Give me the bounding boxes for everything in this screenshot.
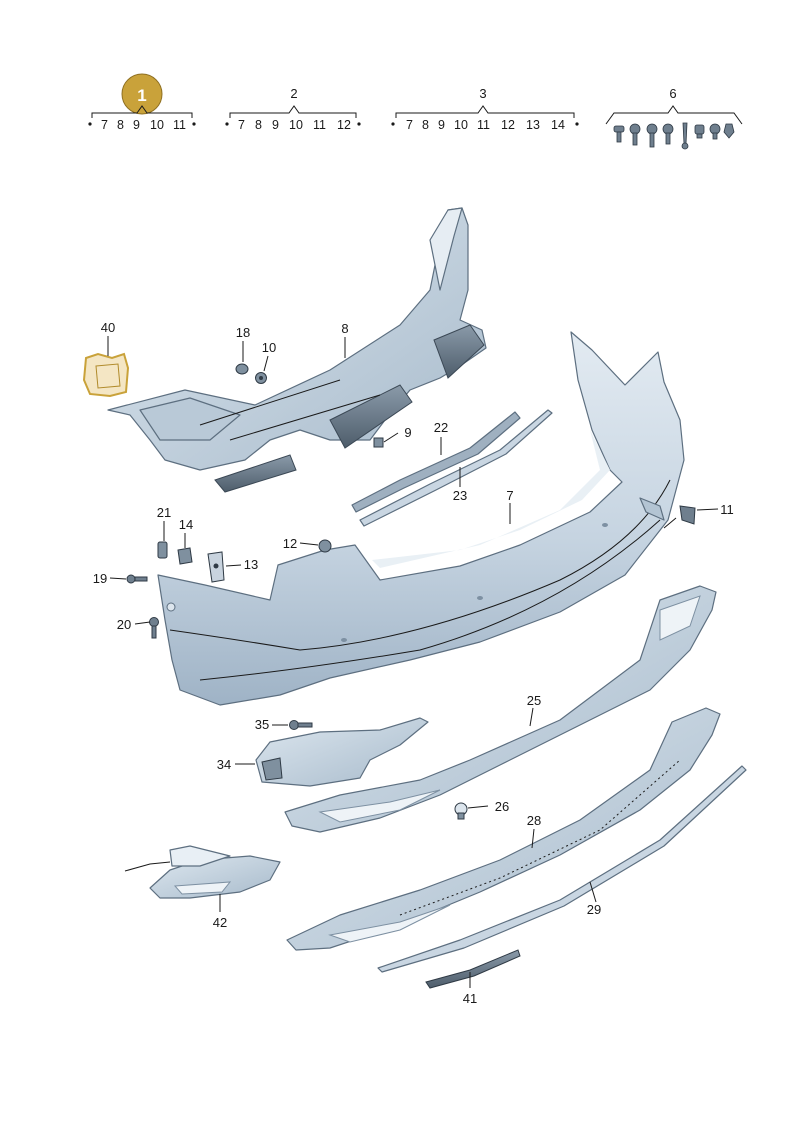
callout-20: 20 [117, 617, 131, 632]
trim-strip-part-23 [359, 409, 553, 527]
callout-8: 8 [341, 321, 348, 336]
screw-set-icon [613, 122, 735, 150]
kit-item: 7 [406, 118, 413, 132]
callout-11: 11 [720, 502, 734, 517]
clip-part-21 [157, 541, 168, 559]
bracket-part-13 [207, 551, 225, 583]
callout-29: 29 [587, 902, 601, 917]
diffuser-part-28 [286, 707, 721, 951]
callout-26: 26 [495, 799, 509, 814]
screw-part-35 [289, 720, 313, 730]
kit-item: 12 [501, 118, 515, 132]
callout-10: 10 [262, 340, 276, 355]
kit-item: 10 [454, 118, 468, 132]
kit-item: 8 [117, 118, 124, 132]
kit-item: 11 [313, 118, 326, 132]
kit-badge-label: 1 [137, 86, 146, 105]
kit-group-2-items: 7 8 9 10 11 12 [238, 118, 351, 132]
kit-item: 9 [133, 118, 140, 132]
callout-19: 19 [93, 571, 107, 586]
kit-item: 13 [526, 118, 540, 132]
kit-group-2-label: 2 [290, 86, 297, 101]
cap-part-11 [663, 505, 696, 529]
kit-item: 7 [101, 118, 108, 132]
kit-item: 9 [272, 118, 279, 132]
callout-41: 41 [463, 991, 477, 1006]
callout-13: 13 [244, 557, 258, 572]
callout-40: 40 [101, 320, 115, 335]
bumper-carrier-part-8 [107, 207, 487, 493]
diffuser-part-25 [284, 585, 717, 833]
callout-9: 9 [404, 425, 411, 440]
kit-badge-1[interactable] [121, 73, 163, 115]
trim-strip-part-41 [425, 949, 521, 989]
kit-group-2[interactable]: 2 7 8 9 10 11 12 [225, 86, 361, 132]
screw-part-20 [149, 617, 159, 639]
kit-group-3-items: 7 8 9 10 11 12 13 14 [406, 118, 565, 132]
clip-part-9 [373, 437, 384, 448]
callout-28: 28 [527, 813, 541, 828]
callout-21: 21 [157, 505, 171, 520]
callout-34: 34 [217, 757, 231, 772]
kit-item: 11 [173, 118, 186, 132]
bumper-cover-part-7 [157, 331, 685, 706]
callout-35: 35 [255, 717, 269, 732]
kit-group-3-label: 3 [479, 86, 486, 101]
nut-part-12 [318, 539, 332, 553]
kit-item: 12 [337, 118, 351, 132]
callout-25: 25 [527, 693, 541, 708]
callout-18: 18 [236, 325, 250, 340]
kit-item: 8 [255, 118, 262, 132]
kit-group-1-items: 7 8 9 10 11 [101, 118, 186, 132]
callout-22: 22 [434, 420, 448, 435]
clip-part-18 [235, 363, 249, 375]
moulding-part-22 [351, 411, 521, 513]
kit-item: 7 [238, 118, 245, 132]
callout-23: 23 [453, 488, 467, 503]
callout-42: 42 [213, 915, 227, 930]
kit-item: 8 [422, 118, 429, 132]
kit-item: 10 [150, 118, 164, 132]
callout-labels: 40 18 10 8 9 22 23 7 11 21 14 12 13 19 2… [93, 320, 734, 1006]
callout-leaders [107, 336, 719, 988]
kit-item: 14 [551, 118, 565, 132]
kit-group-1[interactable]: 1 7 8 9 10 11 [88, 73, 196, 132]
clip-part-14 [177, 547, 193, 565]
callout-12: 12 [283, 536, 297, 551]
clip-part-26 [454, 802, 468, 820]
trim-strip-part-29 [377, 765, 747, 973]
kit-group-6-label: 6 [669, 86, 676, 101]
tailpipe-trim-part-42 [124, 845, 281, 899]
kit-item: 11 [477, 118, 490, 132]
kit-item: 9 [438, 118, 445, 132]
bracket-part-40 [82, 352, 130, 398]
callout-7: 7 [506, 488, 513, 503]
kit-group-3[interactable]: 3 7 8 9 10 11 12 13 14 [391, 86, 579, 132]
kit-item: 10 [289, 118, 303, 132]
kit-group-6[interactable]: 6 [605, 86, 743, 150]
guide-part-34 [255, 717, 429, 787]
screw-part-19 [126, 574, 148, 584]
callout-14: 14 [179, 517, 193, 532]
nut-part-10 [255, 372, 267, 384]
